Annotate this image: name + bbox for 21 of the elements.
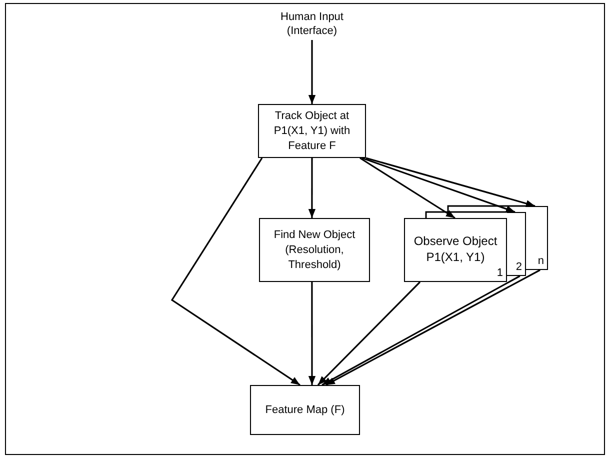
stacked-process-box (404, 218, 507, 282)
arrow (308, 282, 316, 385)
arrow (308, 40, 316, 104)
copy-number: 2 (516, 261, 522, 274)
arrow (362, 157, 516, 213)
arrow (308, 158, 316, 218)
copy-number: 1 (496, 267, 503, 280)
box-text: Observe Object P1(X1, Y1) (412, 233, 498, 265)
arrow (326, 269, 540, 386)
process-box: Find New Object (Resolution, Threshold) (259, 218, 370, 282)
process-box: Feature Map (F) (250, 385, 360, 435)
arrow (317, 281, 421, 386)
process-box: Track Object at P1(X1, Y1) with Feature F (258, 104, 366, 158)
arrow (360, 157, 456, 219)
copy-number: n (538, 255, 544, 268)
input-label: Human Input (Interface) (280, 10, 344, 38)
stacked-process-box (507, 212, 526, 276)
arrow (366, 157, 536, 207)
arrow (170, 158, 300, 386)
stacked-process-box (526, 206, 548, 270)
arrow (322, 275, 520, 386)
